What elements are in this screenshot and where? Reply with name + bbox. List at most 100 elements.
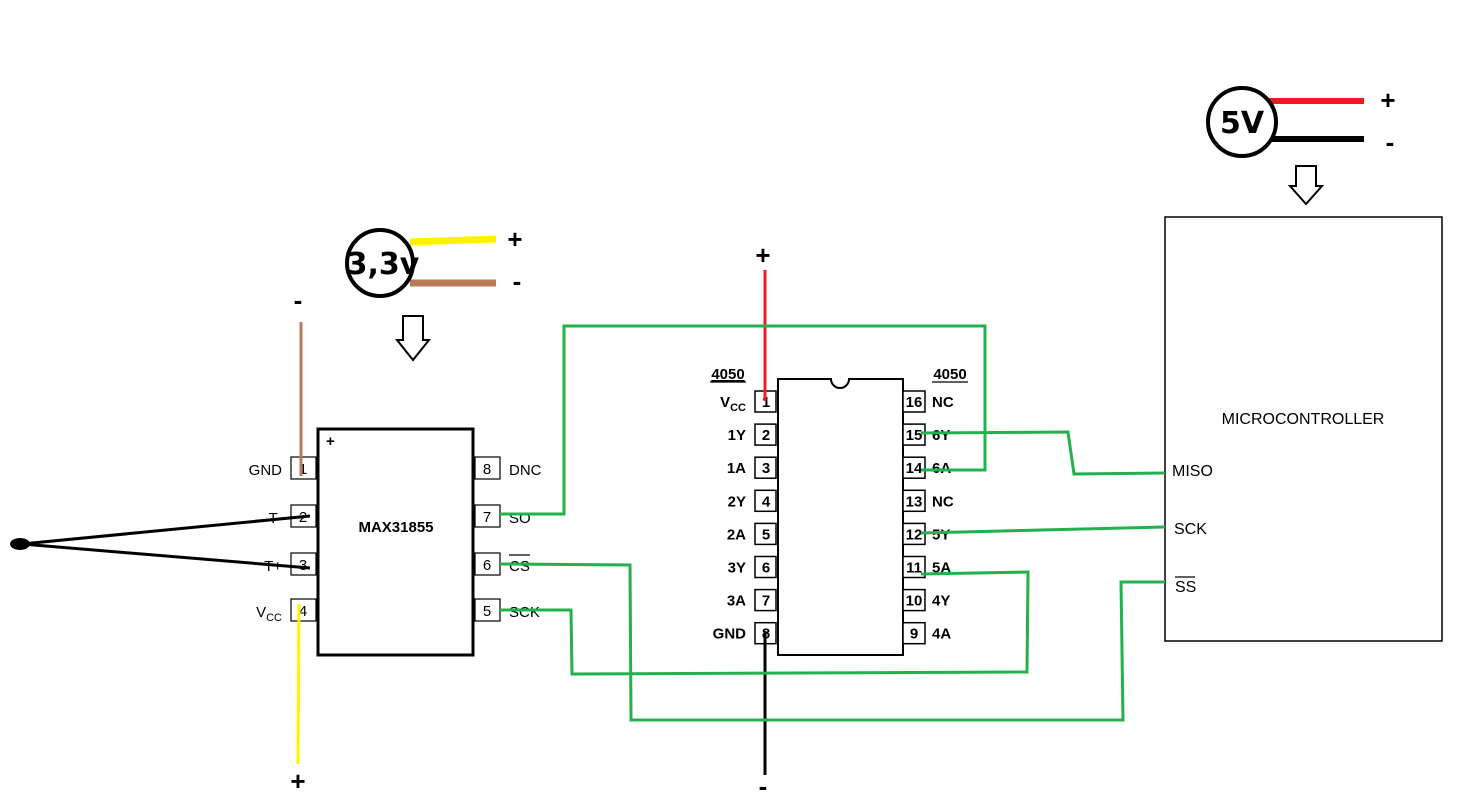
microcontroller: MICROCONTROLLER MISO SCK SS <box>1164 216 1443 642</box>
ic4050-pin-box <box>902 555 926 579</box>
ic4050-pin-label: 3Y <box>728 560 746 577</box>
max31855-pin-number: 4 <box>299 603 307 620</box>
thermocouple-wire-t-plus <box>21 542 311 570</box>
microcontroller-body <box>1164 216 1443 642</box>
ic4050-pin-box <box>754 522 777 546</box>
ic4050-pin-number: 4 <box>762 493 771 510</box>
ic4050-chip: 4050 4050 1VCC21Y31A42Y52A63Y73A8GND 16N… <box>710 366 968 656</box>
ic4050-pin-label: 2Y <box>728 493 746 510</box>
ic4050-pin-label: 1A <box>727 460 746 477</box>
ic4050-pin-number: 13 <box>906 493 923 510</box>
max31855-pin-number: 6 <box>483 557 491 574</box>
ic4050-pin-label: NC <box>932 493 954 510</box>
microcontroller-title: MICROCONTROLLER <box>1222 411 1385 428</box>
ic4050-label-left: 4050 <box>711 366 744 383</box>
max31855-name: MAX31855 <box>358 519 433 536</box>
ic4050-label-right: 4050 <box>933 366 966 383</box>
max31855-pin-number: 3 <box>299 557 307 574</box>
ic4050-pin-number: 6 <box>762 560 770 577</box>
ic4050-pin-label: NC <box>932 394 954 411</box>
ic4050-pin-box <box>902 390 926 413</box>
signal-wires <box>499 324 1166 722</box>
ic4050-pin-number: 12 <box>906 526 923 543</box>
wire-so-to-6a <box>500 324 987 516</box>
thermocouple-wire-t-minus <box>21 514 311 546</box>
max31855-pin-label: DNC <box>509 462 542 479</box>
mcu-pin-sck: SCK <box>1174 521 1207 538</box>
max31855-pin-box <box>290 598 317 622</box>
ic4050-pin-number: 1 <box>762 394 770 411</box>
ic4050-pin-number: 15 <box>906 427 923 444</box>
max31855-pin-box <box>290 456 317 480</box>
ic4050-pin-number: 11 <box>906 560 922 577</box>
ic4050-left-pins: 1VCC21Y31A42Y52A63Y73A8GND <box>713 390 777 645</box>
ic4050-pin-box <box>754 555 777 579</box>
ic4050-pin-label: 4Y <box>932 593 950 610</box>
supply-5v-arrow-icon <box>1287 165 1325 206</box>
max31855-body <box>316 427 475 657</box>
ic4050-pin-label: 3A <box>727 593 746 610</box>
max31855-pin-label: GND <box>249 462 283 479</box>
ic4050-pin-number: 16 <box>906 394 923 411</box>
ic4050-pin-number: 2 <box>762 427 770 444</box>
max31855-pin-label: VCC <box>256 604 282 624</box>
max31855-pin-label: SCK <box>509 604 540 621</box>
max31855-pin-box <box>474 504 501 528</box>
max31855-pin-number: 1 <box>299 461 307 478</box>
ic4050-pin-box <box>754 588 777 612</box>
ic4050-pin-number: 7 <box>762 593 770 610</box>
supply-3v3: 3,3v + - <box>345 224 523 362</box>
max-vcc-wire <box>296 603 301 765</box>
supply-3v3-circle <box>345 228 415 298</box>
power-wires: - + + - <box>290 240 770 801</box>
max31855-pin-label: CS <box>509 558 530 575</box>
ic4050-gnd-sign: - <box>759 771 768 801</box>
supply-5v-label: 5V <box>1220 106 1265 141</box>
supply-3v3-arrow-icon <box>394 315 432 362</box>
max31855-pin-number: 8 <box>483 461 491 478</box>
ic4050-pin-box <box>902 621 926 645</box>
ic4050-pin-label: 1Y <box>728 427 746 444</box>
ic4050-pin-number: 3 <box>762 460 770 477</box>
ic4050-pin-number: 10 <box>906 593 923 610</box>
max-vcc-wire-sign: + <box>290 766 305 796</box>
supply-5v: 5V + - <box>1206 85 1396 206</box>
max31855-orientation-mark: + <box>326 433 335 450</box>
supply-5v-plus-sign: + <box>1380 85 1395 115</box>
ic4050-pin-box <box>754 489 777 513</box>
ic4050-pin-box <box>754 423 777 446</box>
supply-3v3-plus-sign: + <box>507 224 522 254</box>
supply-3v3-label: 3,3v <box>347 247 420 282</box>
ic4050-pin-box <box>902 456 926 479</box>
ic4050-pin-label: GND <box>713 626 747 643</box>
supply-3v3-minus-sign: - <box>513 266 522 296</box>
ic4050-body <box>777 378 904 656</box>
ic4050-pin-number: 9 <box>910 626 918 643</box>
max31855-pin-number: 7 <box>483 509 491 526</box>
max31855-pin-number: 5 <box>483 603 491 620</box>
ic4050-pin-box <box>902 423 926 446</box>
mcu-pin-ss: SS <box>1175 579 1196 596</box>
ic4050-pin-box <box>754 456 777 479</box>
ic4050-pin-number: 14 <box>906 460 923 477</box>
thermocouple-probe <box>10 514 311 570</box>
mcu-pin-miso: MISO <box>1172 463 1213 480</box>
ic4050-pin-number: 5 <box>762 526 770 543</box>
ic4050-pin-box <box>902 489 926 513</box>
ic4050-pin-label: 5Y <box>932 526 950 543</box>
ic4050-pin-label: 2A <box>727 526 746 543</box>
supply-3v3-positive-wire <box>409 235 497 246</box>
ic4050-vcc-sign: + <box>755 240 770 270</box>
max-gnd-wire-sign: - <box>294 285 303 315</box>
ic4050-pin-label: VCC <box>720 394 746 414</box>
max31855-pin-box <box>474 456 501 480</box>
wire-6y-to-miso <box>920 430 1166 476</box>
supply-5v-minus-sign: - <box>1386 127 1395 157</box>
ic4050-pin-label: 6Y <box>932 427 950 444</box>
